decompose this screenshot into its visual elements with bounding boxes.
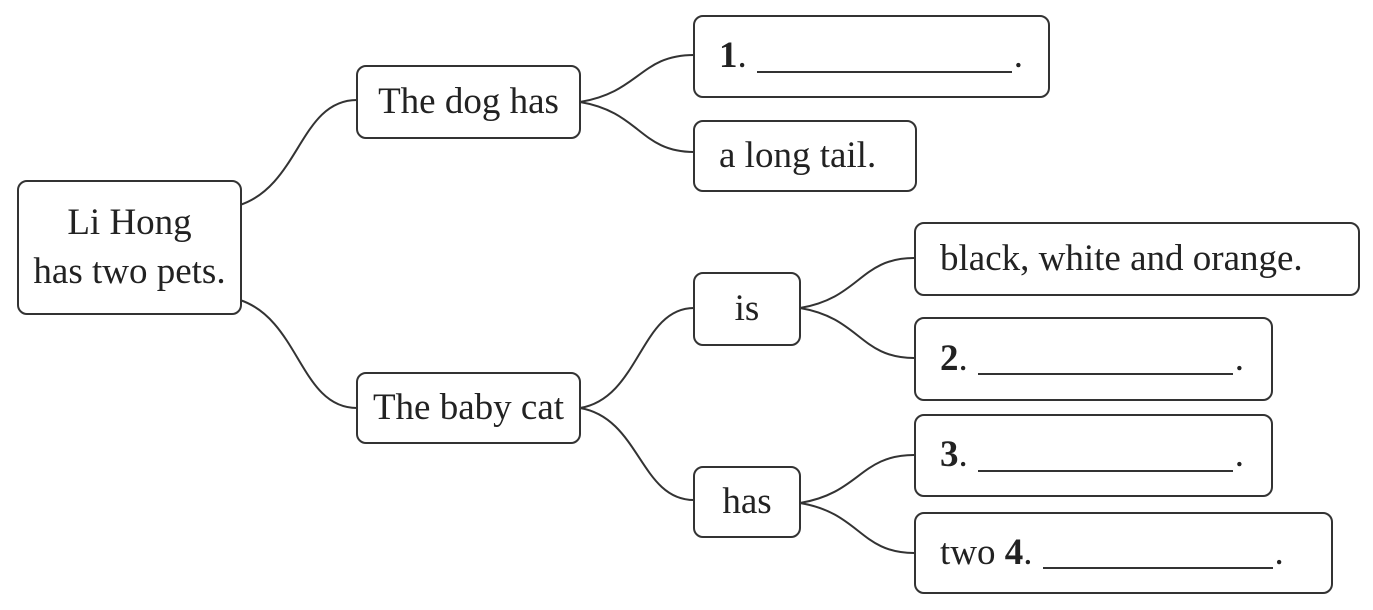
answer-blank-4[interactable] xyxy=(1042,537,1273,569)
link-has-item1 xyxy=(799,454,915,504)
is-label: is xyxy=(734,287,760,329)
has-label: has xyxy=(722,480,772,522)
end-period: . xyxy=(1234,337,1244,379)
blank-number-3: 3 xyxy=(940,434,959,476)
has-node: has xyxy=(693,466,801,538)
root-line1: Li Hong xyxy=(67,202,192,244)
has-item2-node: two 4.. xyxy=(914,512,1333,594)
link-has-item2 xyxy=(799,502,915,554)
has-item1-node: 3.. xyxy=(914,414,1273,497)
number-dot: . xyxy=(958,337,968,379)
link-cat-has xyxy=(579,407,695,501)
is-node: is xyxy=(693,272,801,346)
is-item1-node: black, white and orange. xyxy=(914,222,1360,296)
answer-blank-2[interactable] xyxy=(977,343,1233,375)
root-line2: has two pets. xyxy=(33,250,226,292)
has-item2-prefix: two xyxy=(940,531,1005,573)
end-period: . xyxy=(1013,35,1023,77)
link-root-cat xyxy=(239,299,358,409)
number-dot: . xyxy=(958,434,968,476)
dog-label: The dog has xyxy=(378,80,559,122)
dog-item2-node: a long tail. xyxy=(693,120,917,192)
is-item2-node: 2.. xyxy=(914,317,1273,401)
link-is-item2 xyxy=(799,307,915,359)
dog-node: The dog has xyxy=(356,65,581,139)
cat-label: The baby cat xyxy=(372,386,565,428)
dog-item1-node: 1.. xyxy=(693,15,1050,98)
blank-number-4: 4 xyxy=(1004,531,1024,573)
number-dot: . xyxy=(1023,531,1033,573)
link-is-item1 xyxy=(799,257,915,309)
link-dog-item2 xyxy=(579,101,695,153)
link-cat-is xyxy=(579,307,695,409)
end-period: . xyxy=(1274,531,1284,573)
root-node: Li Hong has two pets. xyxy=(17,180,242,315)
link-root-dog xyxy=(239,99,358,206)
answer-blank-1[interactable] xyxy=(756,41,1012,73)
dog-item2-text: a long tail. xyxy=(719,134,877,176)
answer-blank-3[interactable] xyxy=(977,440,1233,472)
is-item1-text: black, white and orange. xyxy=(940,237,1303,279)
cat-node: The baby cat xyxy=(356,372,581,444)
end-period: . xyxy=(1234,434,1244,476)
blank-number-1: 1 xyxy=(719,35,738,77)
blank-number-2: 2 xyxy=(940,337,959,379)
number-dot: . xyxy=(737,35,747,77)
link-dog-item1 xyxy=(579,54,695,103)
